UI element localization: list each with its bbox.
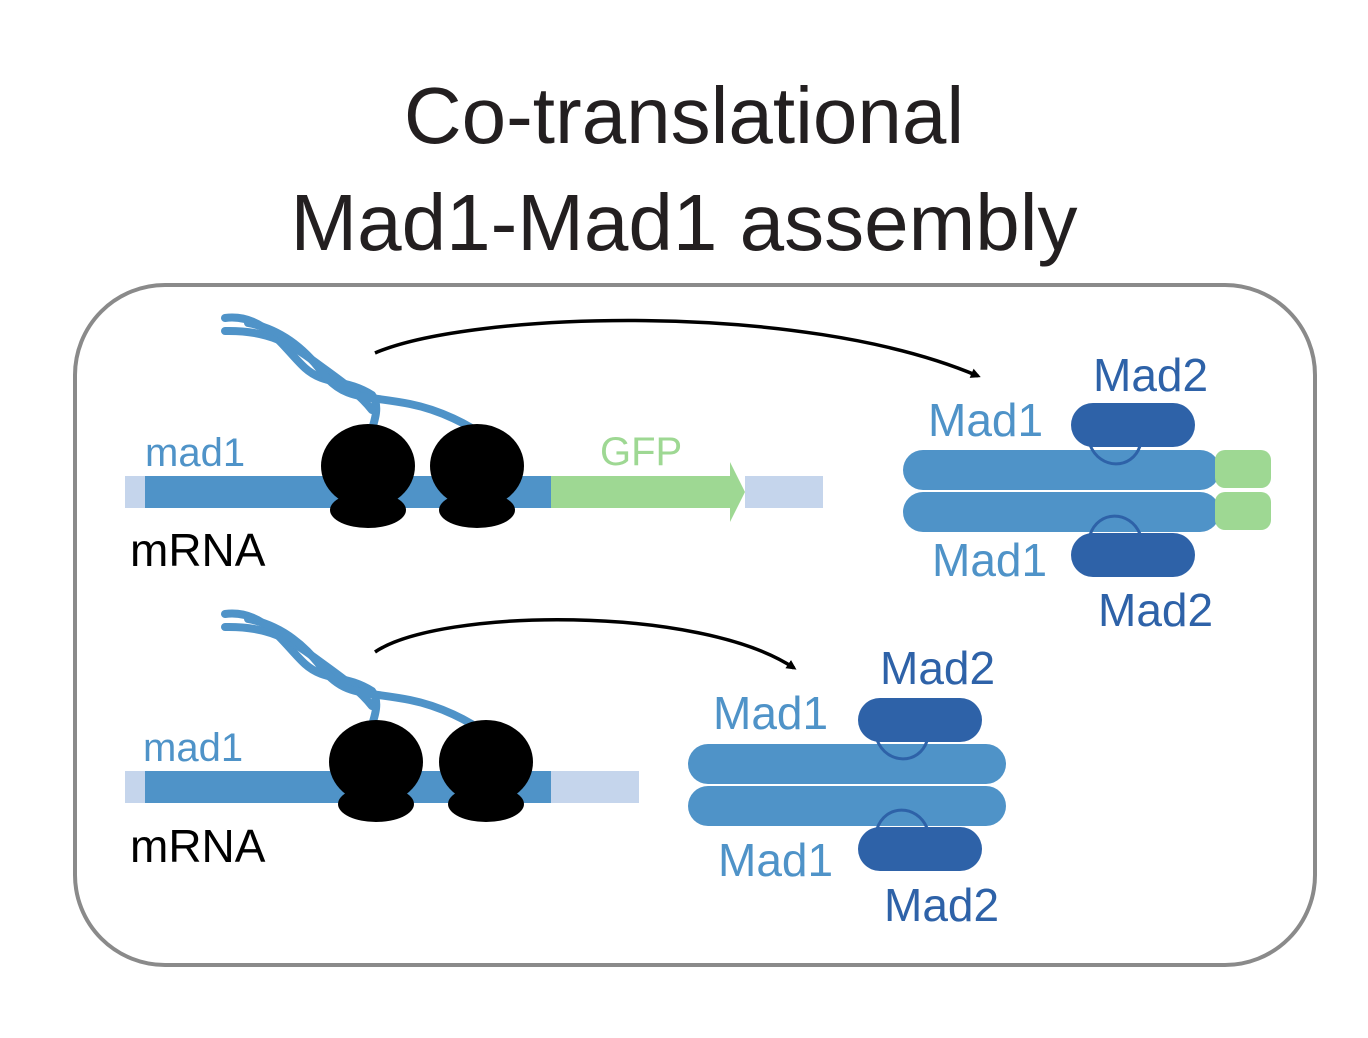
assembly-arrow	[374, 318, 981, 378]
label-mad1-upper: Mad1	[713, 687, 828, 739]
gfp-arrow	[551, 462, 745, 522]
mad1-mad2-complex-bottom: Mad1 Mad1 Mad2 Mad2	[688, 642, 1006, 931]
panel-bottom: mad1 mRNA Mad1 Mad1 Mad2 Mad2	[125, 609, 1006, 931]
ribosome-2	[430, 424, 524, 528]
label-mad1-lower: Mad1	[718, 834, 833, 886]
mad1-rod-lower	[688, 786, 1006, 826]
mad2-safety-belt-upper	[1088, 444, 1142, 466]
nascent-chain-2	[244, 615, 490, 738]
mad2-lower	[1071, 533, 1195, 577]
mrna-3utr	[745, 476, 823, 508]
container-box	[73, 283, 1317, 967]
mad1-mad2-complex-top: Mad1 Mad1 Mad2 Mad2	[903, 349, 1271, 636]
label-mad2-upper: Mad2	[1093, 349, 1208, 401]
title-line-2: Mad1-Mad1 assembly	[290, 178, 1078, 267]
label-mad2-upper: Mad2	[880, 642, 995, 694]
panel-top: mad1 GFP mRNA Mad1 Mad1 Mad2 Mad2	[125, 313, 1271, 636]
label-mad1-lower: Mad1	[932, 534, 1047, 586]
gfp-tag-lower	[1215, 492, 1271, 530]
gene-label-mad1: mad1	[145, 431, 245, 475]
mad2-safety-belt-lower	[875, 808, 929, 830]
label-mad2-lower: Mad2	[1098, 584, 1213, 636]
mad2-safety-belt-lower	[1088, 514, 1142, 536]
mrna-5utr	[125, 476, 145, 508]
ribosome-1	[329, 720, 423, 822]
ribosome-1	[321, 424, 415, 528]
mad1-rod-upper	[903, 450, 1220, 490]
mad2-upper	[1071, 403, 1195, 447]
mrna-3utr	[551, 771, 639, 803]
mrna-label: mRNA	[130, 820, 266, 872]
mad1-rod-upper	[688, 744, 1006, 784]
label-mad1-upper: Mad1	[928, 394, 1043, 446]
assembly-arrow	[374, 618, 797, 670]
mrna-5utr	[125, 771, 145, 803]
nascent-chain-2	[244, 319, 490, 442]
gene-label-mad1: mad1	[143, 726, 243, 770]
mrna-label: mRNA	[130, 524, 266, 576]
mad2-safety-belt-upper	[875, 739, 929, 761]
gfp-label: GFP	[600, 430, 682, 474]
mad1-rod-lower	[903, 492, 1220, 532]
label-mad2-lower: Mad2	[884, 879, 999, 931]
mad2-lower	[858, 827, 982, 871]
gfp-tag-upper	[1215, 450, 1271, 488]
title-line-1: Co-translational	[403, 71, 965, 160]
mad2-upper	[858, 698, 982, 742]
ribosome-2	[439, 720, 533, 822]
